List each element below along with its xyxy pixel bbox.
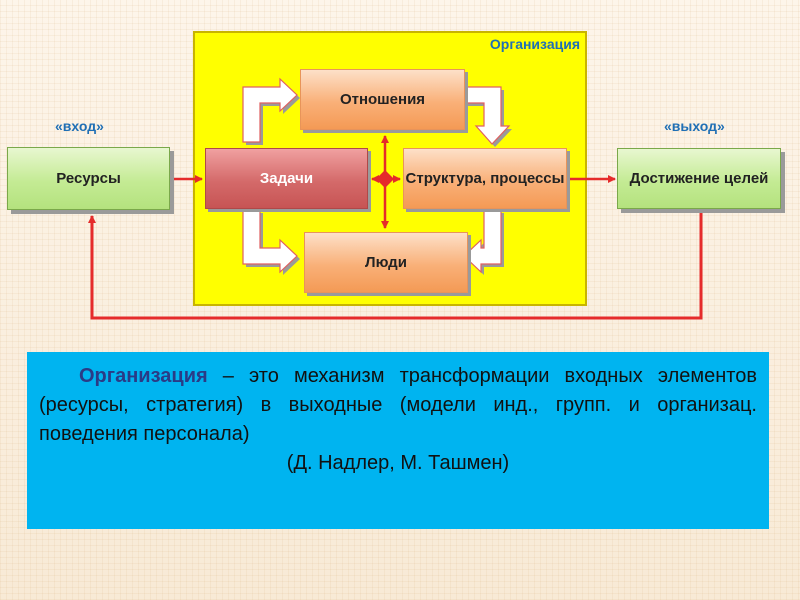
organization-label: Организация [489,36,580,52]
node-goals: Достижение целей [617,148,781,209]
central-diamond [376,170,394,188]
curved-arrow-tasks-people [242,209,300,275]
curved-arrow-tasks-relations [242,77,300,145]
definition-box: Организация – это механизм трансформации… [27,352,769,529]
curved-arrow-relations-structure [463,86,512,147]
definition-term: Организация [79,365,208,387]
node-tasks: Задачи [205,148,368,209]
definition-citation: (Д. Надлер, М. Ташмен) [286,452,510,474]
feedback-arrow [88,212,703,320]
node-structure: Структура, процессы [403,148,567,209]
output-label: «выход» [664,118,725,134]
input-label: «вход» [55,118,104,134]
definition-paragraph: Организация – это механизм трансформации… [39,362,757,449]
definition-text: – это механизм трансформации входных эле… [39,365,757,445]
node-relations: Отношения [300,69,465,130]
curved-arrow-people-structure [463,209,504,275]
node-resources: Ресурсы [7,147,170,210]
node-people: Люди [304,232,468,293]
